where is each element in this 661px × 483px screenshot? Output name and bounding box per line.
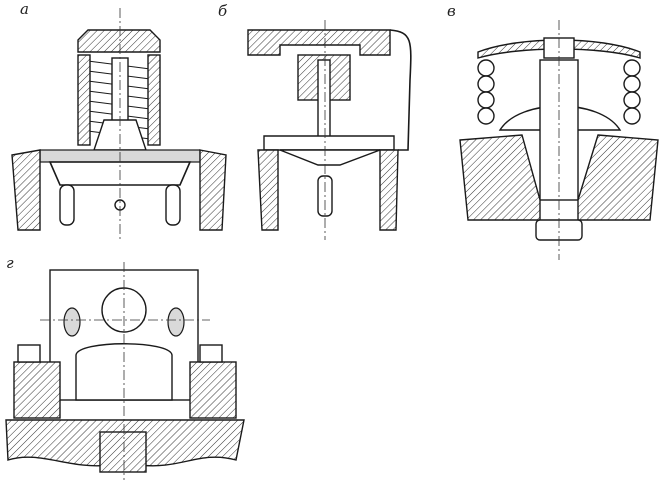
panel-g-label: г (6, 254, 14, 272)
stem-b (317, 59, 331, 141)
spring-plate (477, 39, 641, 59)
panel-v: в (447, 2, 659, 260)
coil-springs (477, 59, 641, 125)
valve-spring (77, 54, 161, 146)
body-g-right (189, 361, 237, 419)
cover-edge (389, 29, 412, 151)
panel-a-label: а (20, 0, 29, 18)
body-left (11, 149, 41, 231)
port-left (63, 307, 81, 337)
valve-cap (77, 29, 161, 53)
housing-v-right (577, 134, 659, 221)
seat-b (263, 135, 395, 151)
panel-g: г (5, 254, 245, 480)
roller-left (59, 184, 75, 226)
roller-right (165, 184, 181, 226)
port-right (167, 307, 185, 337)
panel-v-label: в (447, 2, 456, 20)
panel-a: а (11, 0, 227, 240)
stud-g (99, 431, 147, 473)
cover (247, 29, 391, 56)
housing-b-left (257, 149, 279, 231)
housing-b-right (379, 149, 399, 231)
housing-v-left (459, 134, 541, 221)
bolt-right (199, 344, 223, 363)
disc-b (279, 149, 381, 166)
panel-b: б (218, 2, 412, 240)
panel-b-label: б (218, 2, 228, 20)
body-g-left (13, 361, 61, 419)
body-right (199, 149, 227, 231)
bolt-left (17, 344, 41, 363)
valve-plate (48, 161, 192, 186)
